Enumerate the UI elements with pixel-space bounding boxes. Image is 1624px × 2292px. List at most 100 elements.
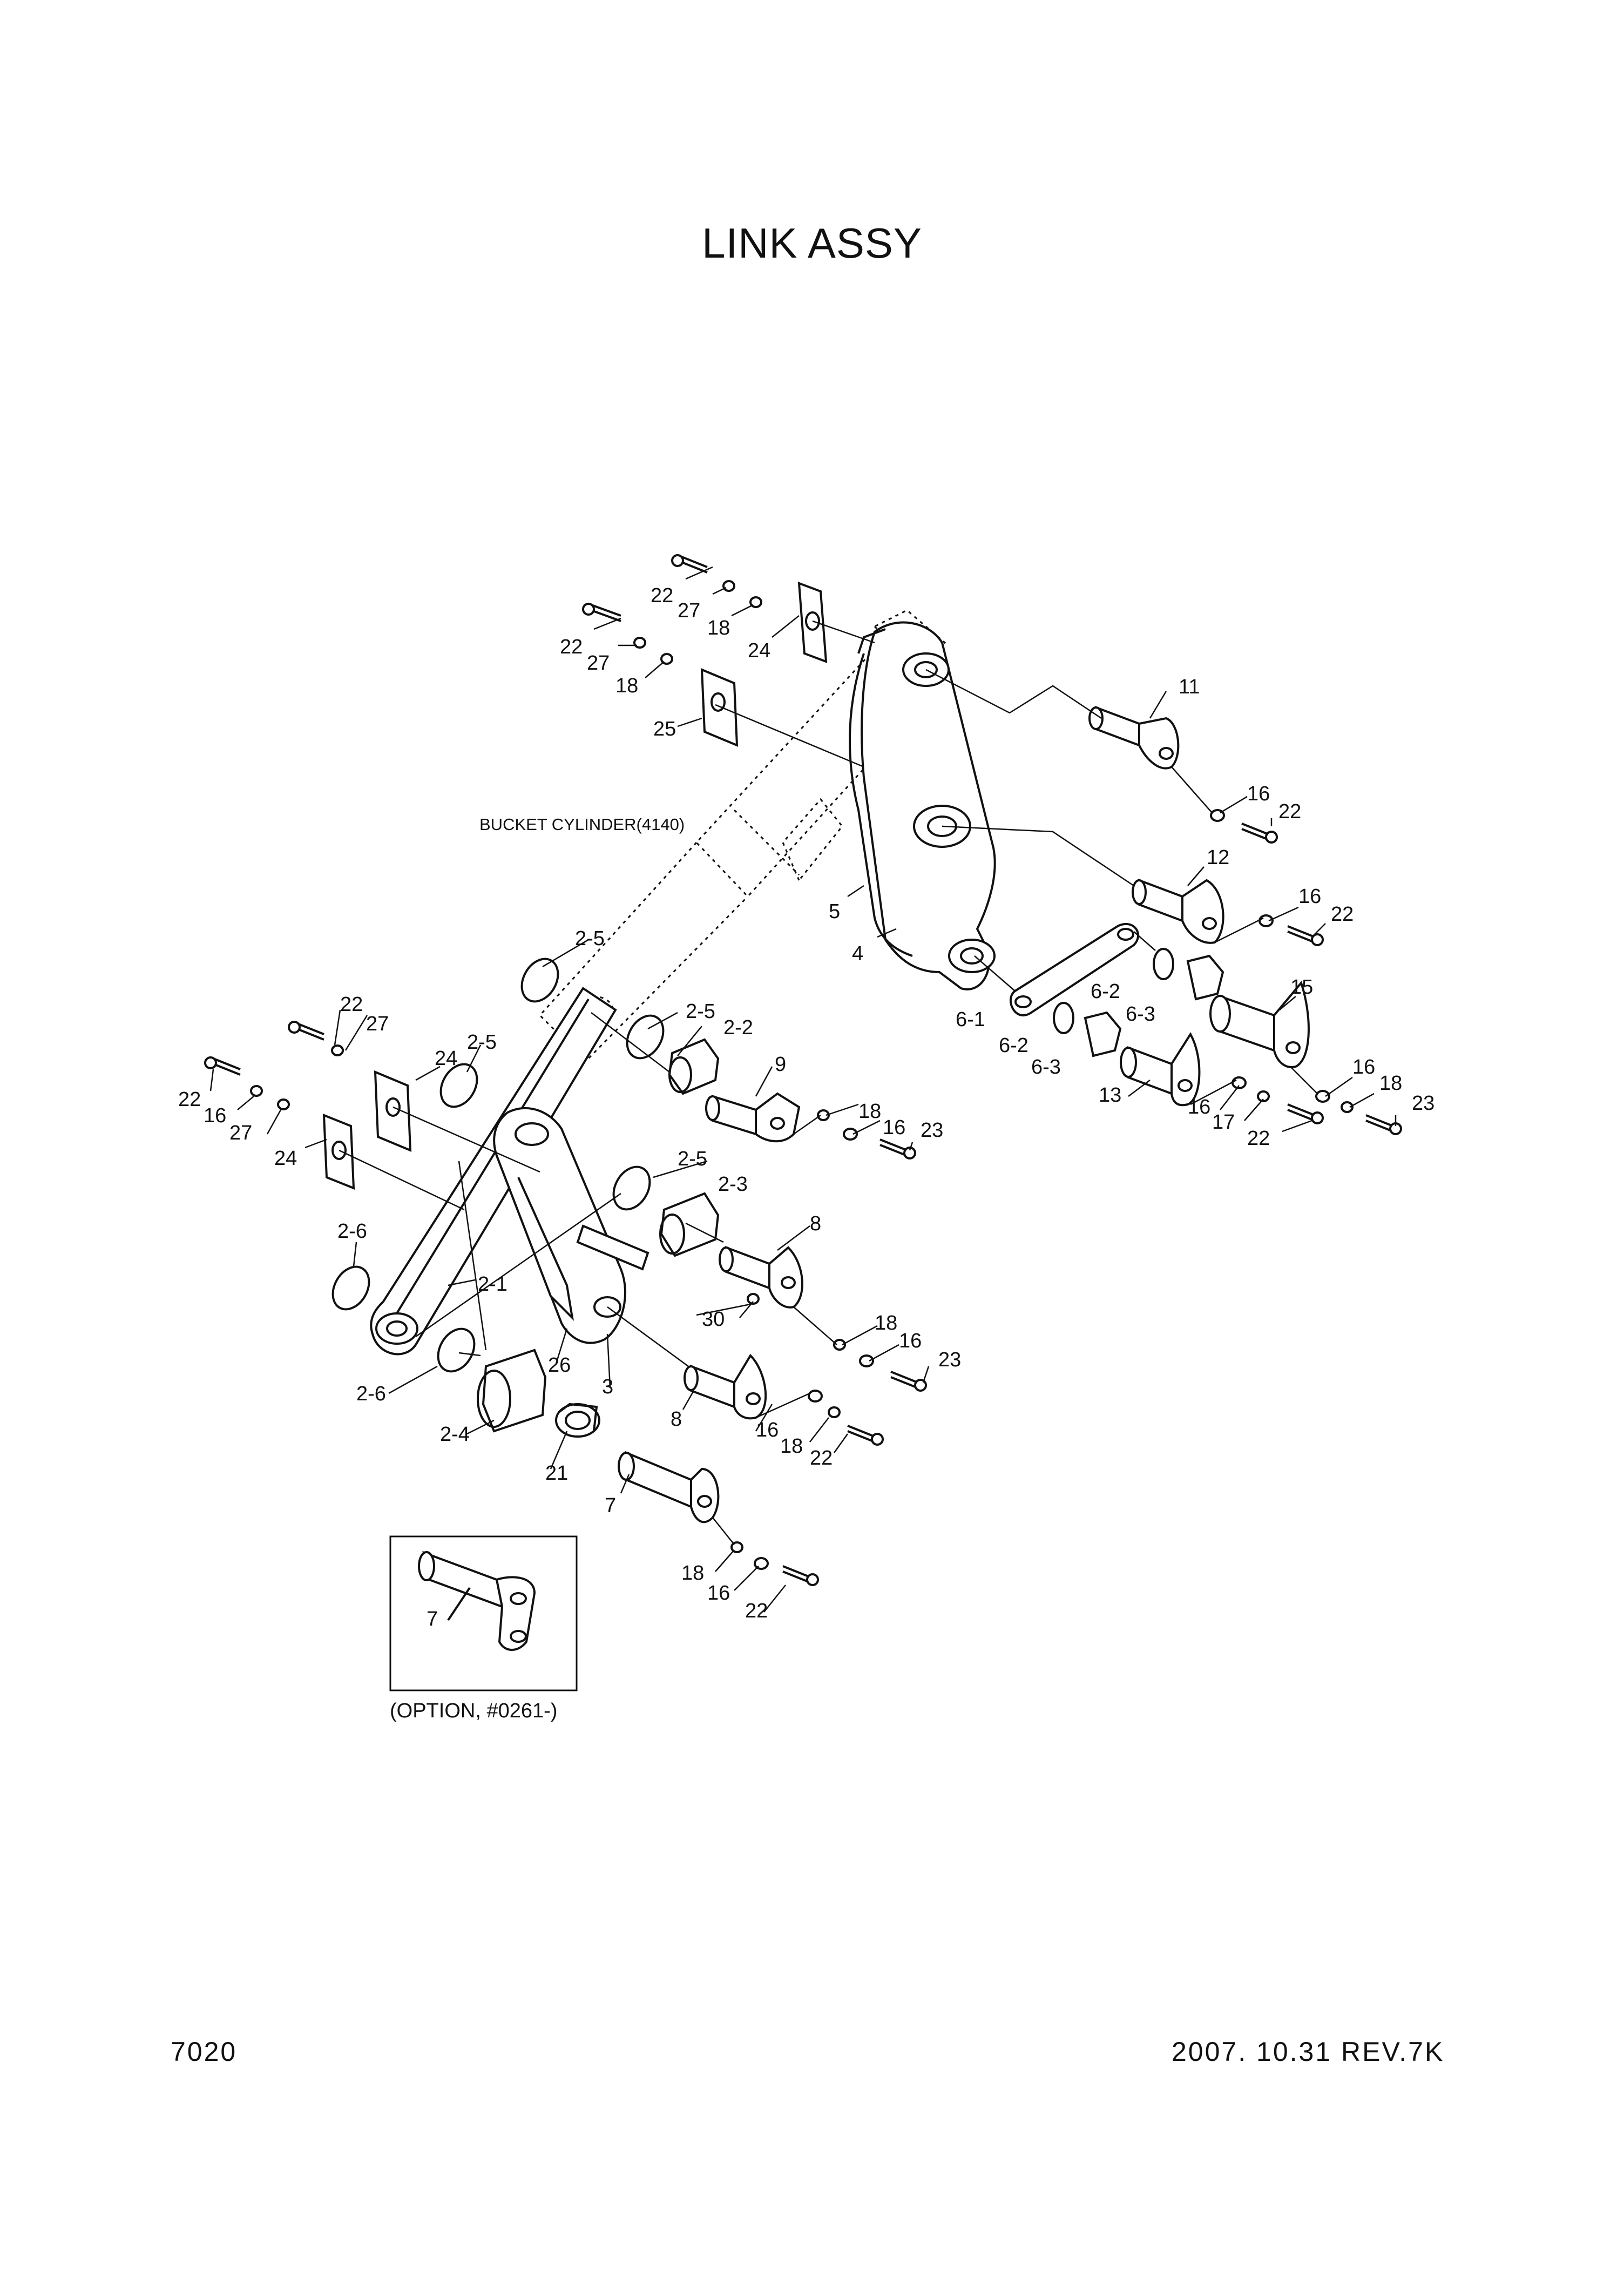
bucket-cylinder-label: BUCKET CYLINDER(4140) (479, 815, 685, 834)
part-label: 23 (1412, 1092, 1434, 1115)
part-label: 21 (545, 1462, 568, 1485)
wedge-part (576, 1224, 649, 1271)
pin-11 (1088, 706, 1180, 770)
part-label: 18 (875, 1312, 897, 1334)
part-label: 8 (810, 1212, 821, 1235)
part-label: 26 (548, 1354, 571, 1377)
page-title: LINK ASSY (702, 219, 922, 267)
part-label: 7 (605, 1494, 616, 1517)
part-label: 16 (1298, 885, 1321, 908)
part-label: 2-5 (678, 1148, 707, 1170)
label-leaders (209, 566, 1397, 1613)
bolt-23-a (879, 1138, 916, 1160)
part-label: 18 (707, 617, 730, 639)
bolt-22-i (782, 1565, 819, 1586)
part-label: 12 (1207, 846, 1229, 869)
part-label: 15 (1290, 976, 1313, 999)
bolt-22-h (847, 1425, 884, 1446)
ring-2-5-b (626, 1014, 665, 1060)
pin-7 (618, 1451, 720, 1523)
pin-8-upper (719, 1246, 803, 1309)
link-6-1 (1009, 922, 1140, 1017)
part-label: 6-1 (956, 1008, 985, 1031)
bush-2-4 (477, 1349, 547, 1433)
part-label: 25 (653, 718, 676, 740)
pin-12 (1132, 879, 1224, 944)
part-labels: 22 27 18 24 22 27 18 25 11 16 22 12 16 2… (178, 584, 1434, 1630)
part-label: 6-2 (1091, 980, 1120, 1003)
part-label: 2-5 (467, 1031, 497, 1054)
bolt-23-c (1365, 1114, 1402, 1135)
part-label: 22 (1331, 903, 1354, 926)
plate-24-top (797, 582, 828, 663)
part-label: 27 (229, 1122, 252, 1144)
page-number: 7020 (171, 2037, 238, 2067)
part-label: 6-3 (1031, 1056, 1061, 1078)
part-label: 27 (366, 1013, 389, 1035)
bush-2-2 (668, 1038, 720, 1095)
part-label: 16 (204, 1104, 226, 1127)
part-label: 2-1 (478, 1273, 508, 1296)
link-2-1 (370, 987, 617, 1356)
link-3 (493, 1107, 626, 1344)
part-label: 7 (427, 1608, 438, 1630)
part-label: 30 (702, 1308, 725, 1331)
leader-lines (339, 620, 1318, 1545)
ring-2-5-a (520, 958, 559, 1003)
bolt-22-b (582, 603, 621, 622)
bolt-22-d (1287, 925, 1324, 946)
part-label: 17 (1212, 1111, 1235, 1134)
plate-24-mid (374, 1070, 412, 1152)
ring-2-6-a (331, 1265, 370, 1311)
part-label: 6-2 (999, 1034, 1028, 1057)
part-label: 22 (745, 1600, 768, 1622)
ring-6-2-upper (1153, 948, 1174, 980)
part-label: 22 (1247, 1127, 1270, 1150)
part-label: 3 (602, 1376, 613, 1398)
part-label: 4 (852, 942, 863, 965)
part-label: 27 (678, 599, 700, 622)
part-label: 16 (1188, 1096, 1210, 1118)
part-label: 16 (899, 1330, 922, 1352)
bolt-22-c (1241, 823, 1278, 844)
plate-24-left (322, 1113, 355, 1190)
pin-9 (705, 1092, 801, 1143)
plate-25 (700, 668, 739, 747)
bush-6-3-upper (1186, 954, 1224, 1001)
option-pin-7 (418, 1551, 536, 1651)
part-label: 13 (1099, 1084, 1121, 1107)
part-label: 6-3 (1126, 1003, 1155, 1026)
part-label: 18 (681, 1562, 704, 1585)
option-box (389, 1535, 578, 1691)
part-label: 22 (340, 993, 363, 1016)
date-revision: 2007. 10.31 REV.7K (1172, 2037, 1445, 2067)
part-label: 22 (651, 584, 673, 607)
part-label: 2-5 (575, 927, 605, 950)
part-label: 23 (921, 1119, 943, 1142)
option-caption: (OPTION, #0261-) (390, 1700, 557, 1722)
part-label: 11 (1179, 676, 1200, 698)
bush-6-3-lower (1084, 1011, 1122, 1057)
part-label: 18 (1379, 1072, 1402, 1095)
bolt-22-f (204, 1056, 241, 1076)
part-label: 2-5 (686, 1000, 715, 1023)
part-label: 24 (435, 1047, 457, 1070)
part-label: 18 (858, 1100, 881, 1123)
bolt-22-a (671, 554, 708, 574)
part-label: 24 (748, 639, 770, 662)
upper-link-body (849, 621, 996, 990)
part-label: 2-4 (440, 1423, 470, 1446)
part-label: 8 (671, 1408, 682, 1431)
pin-15 (1209, 980, 1310, 1068)
seal-21 (555, 1403, 600, 1438)
ring-6-2-lower (1053, 1002, 1074, 1034)
part-label: 23 (938, 1349, 961, 1371)
ring-2-5-d (612, 1165, 651, 1211)
part-label: 16 (883, 1116, 905, 1139)
part-label: 16 (1247, 783, 1270, 805)
part-label: 27 (587, 652, 610, 675)
pin-13 (1120, 1032, 1201, 1107)
part-label: 2-6 (337, 1220, 367, 1243)
part-label: 18 (780, 1435, 803, 1458)
